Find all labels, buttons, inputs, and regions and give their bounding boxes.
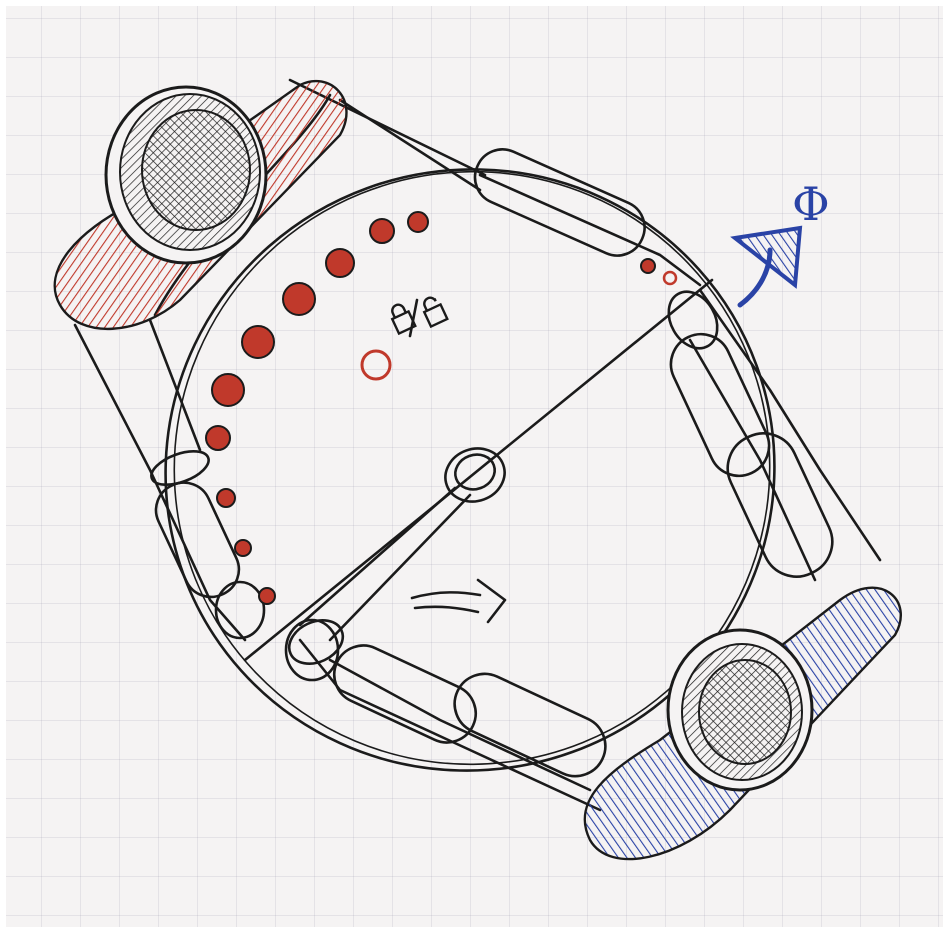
diameter-line [245, 280, 712, 660]
indicator-dots [206, 212, 676, 604]
indicator-dot [326, 249, 354, 277]
indicator-dot [235, 540, 251, 556]
indicator-dot [259, 588, 275, 604]
indicator-dot [217, 489, 235, 507]
pointer-arm [282, 488, 470, 672]
lock-open-icon [420, 294, 448, 326]
indicator-dot [641, 259, 655, 273]
indicator-dot [370, 219, 394, 243]
indicator-dot [206, 426, 230, 450]
indicator-dot [362, 351, 390, 379]
curved-arrow-icon [735, 228, 800, 305]
indicator-dot [664, 272, 676, 284]
rotation-arrow-icon [412, 580, 505, 622]
indicator-dot [408, 212, 428, 232]
indicator-dot [212, 374, 244, 406]
indicator-dot [242, 326, 274, 358]
indicator-dot [283, 283, 315, 315]
rotation-symbol-label: Φ [792, 177, 830, 231]
